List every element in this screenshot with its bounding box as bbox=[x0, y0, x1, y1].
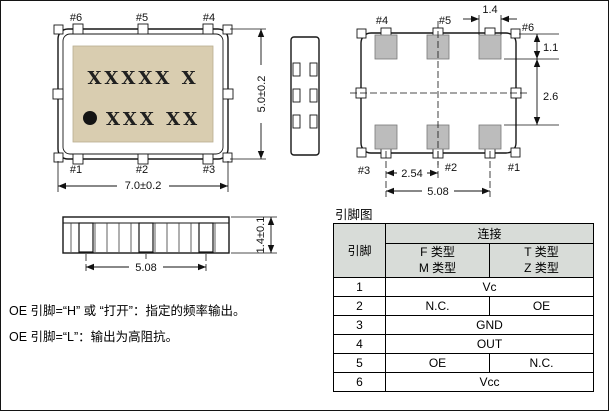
dim-pad-gap: 2.6 bbox=[543, 91, 558, 103]
corner-notch bbox=[222, 152, 233, 163]
terminal bbox=[78, 222, 94, 253]
pin-connection: Vcc bbox=[384, 372, 595, 392]
pin-label-2: #2 bbox=[136, 164, 148, 176]
corner-notch bbox=[510, 28, 521, 39]
pad-3 bbox=[374, 124, 398, 150]
pin-connection: Vc bbox=[384, 277, 595, 297]
pin-table-title: 引脚图 bbox=[335, 208, 373, 222]
marking-text-line2: XXX XX bbox=[106, 109, 200, 130]
pin-notch bbox=[137, 23, 149, 35]
table-row-pin3: 3 GND bbox=[333, 315, 595, 335]
table-row-pin4: 4 OUT bbox=[333, 334, 595, 354]
table-row-pin2: 2 N.C. OE bbox=[333, 296, 595, 316]
package-side-view-wide bbox=[62, 216, 230, 254]
corner-notch bbox=[356, 147, 367, 158]
marking-text-line1: XXXXX X bbox=[87, 68, 198, 89]
marking-area bbox=[72, 45, 214, 143]
pad-6 bbox=[478, 34, 502, 60]
corner-notch bbox=[53, 24, 64, 35]
package-side-view-narrow bbox=[290, 36, 320, 156]
pin-number: 5 bbox=[333, 353, 386, 373]
header-pin: 引脚 bbox=[333, 223, 386, 278]
table-row-pin6: 6 Vcc bbox=[333, 372, 595, 392]
pin-label-4: #4 bbox=[376, 15, 388, 27]
corner-notch bbox=[53, 152, 64, 163]
side-view-dimensions: 5.08 1.4±0.1 bbox=[85, 216, 277, 274]
pin-number: 1 bbox=[333, 277, 386, 297]
pin-connection-tz: OE bbox=[488, 296, 595, 316]
package-bottom-view: #4 #5 #6 #3 #2 #1 bbox=[350, 15, 534, 177]
corner-notch bbox=[222, 24, 233, 35]
dim-body-height: 5.0±0.2 bbox=[256, 76, 268, 113]
dim-terminal-span: 5.08 bbox=[135, 262, 156, 274]
header-connection: 连接 bbox=[384, 223, 595, 244]
table-row-pin1: 1 Vc bbox=[333, 277, 595, 297]
bottom-view-dimensions: 1.4 1.1 2.6 2.54 5.08 bbox=[385, 4, 559, 198]
header-type-m: M 类型 bbox=[418, 260, 457, 275]
pin-number: 2 bbox=[333, 296, 386, 316]
pin-notch bbox=[72, 153, 84, 165]
pin-label-4: #4 bbox=[203, 12, 215, 24]
pin-label-1: #1 bbox=[70, 164, 82, 176]
package-top-view: XXXXX X XXX XX #6 #5 #4 #1 #2 #3 bbox=[52, 12, 234, 176]
pin-connection: GND bbox=[384, 315, 595, 335]
dim-pad-pitch: 2.54 bbox=[401, 168, 422, 180]
pin-notch bbox=[202, 23, 214, 35]
pin-connection-fm: OE bbox=[385, 353, 490, 373]
note-oe-high: OE 引脚=“H” 或 “打开”：指定的频率输出。 bbox=[9, 304, 246, 318]
top-view-dimensions: 7.0±0.2 5.0±0.2 bbox=[57, 28, 268, 192]
dim-body-width: 7.0±0.2 bbox=[125, 180, 162, 192]
note-oe-low: OE 引脚=“L”：输出为高阻抗。 bbox=[9, 330, 179, 344]
pin-label-3: #3 bbox=[358, 165, 370, 177]
side-notch bbox=[222, 88, 234, 100]
header-type-f: F 类型 bbox=[420, 244, 455, 259]
side-notch bbox=[52, 88, 64, 100]
dim-edge-to-pad: 1.1 bbox=[543, 42, 558, 54]
pin-connection: OUT bbox=[384, 334, 595, 354]
pin-number: 4 bbox=[333, 334, 386, 354]
dim-pad-span: 5.08 bbox=[427, 186, 448, 198]
pin-number: 3 bbox=[333, 315, 386, 335]
pin-notch bbox=[72, 23, 84, 35]
terminal bbox=[198, 222, 214, 253]
pin-label-1: #1 bbox=[508, 162, 520, 174]
pin-number: 6 bbox=[333, 372, 386, 392]
header-type-z: Z 类型 bbox=[524, 260, 559, 275]
pin-label-5: #5 bbox=[439, 15, 451, 27]
pin-label-5: #5 bbox=[136, 12, 148, 24]
dim-pad-width: 1.4 bbox=[482, 4, 497, 16]
pin-label-2: #2 bbox=[445, 162, 457, 174]
pad-1 bbox=[478, 124, 502, 150]
pin-connection-tz: N.C. bbox=[488, 353, 595, 373]
table-row-pin5: 5 OE N.C. bbox=[333, 353, 595, 373]
pin1-indicator-dot bbox=[83, 111, 97, 125]
pin-label-6: #6 bbox=[70, 12, 82, 24]
pin-label-3: #3 bbox=[203, 164, 215, 176]
corner-notch bbox=[356, 28, 367, 39]
pad-4 bbox=[374, 34, 398, 60]
terminal bbox=[138, 222, 154, 253]
header-type-t: T 类型 bbox=[524, 244, 559, 259]
pin-notch bbox=[137, 153, 149, 165]
corner-notch bbox=[510, 147, 521, 158]
pin-notch bbox=[202, 153, 214, 165]
pin-label-6: #6 bbox=[522, 22, 534, 34]
pin-connection-fm: N.C. bbox=[385, 296, 490, 316]
dim-side-height: 1.4±0.1 bbox=[255, 217, 267, 254]
